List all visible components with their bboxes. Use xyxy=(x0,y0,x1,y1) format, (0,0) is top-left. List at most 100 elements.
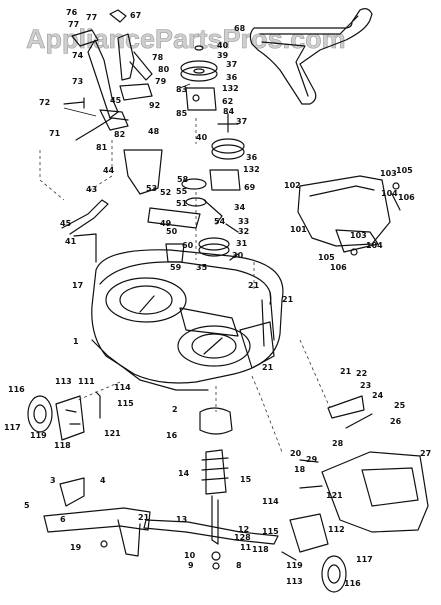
label-45-top: 45 xyxy=(110,96,122,105)
label-79: 79 xyxy=(155,77,167,86)
label-84: 84 xyxy=(223,107,235,116)
label-37-mid: 37 xyxy=(236,117,247,126)
label-40-mid: 40 xyxy=(196,133,208,142)
deck-shield xyxy=(297,175,401,256)
label-82: 82 xyxy=(114,130,125,139)
label-27: 27 xyxy=(420,449,431,458)
label-104-bottom: 104 xyxy=(366,241,383,250)
label-119-left: 119 xyxy=(30,431,47,440)
label-24: 24 xyxy=(372,391,384,400)
mower-deck xyxy=(91,249,284,391)
label-69: 69 xyxy=(244,183,256,192)
label-81: 81 xyxy=(96,143,108,152)
label-48: 48 xyxy=(148,127,160,136)
label-114-right: 114 xyxy=(262,497,279,506)
label-39: 39 xyxy=(217,51,229,60)
label-14: 14 xyxy=(178,469,190,478)
label-6: 6 xyxy=(60,515,66,524)
label-112: 112 xyxy=(328,525,345,534)
label-73: 73 xyxy=(72,77,83,86)
label-28: 28 xyxy=(332,439,344,448)
label-32: 32 xyxy=(238,227,249,236)
label-102: 102 xyxy=(284,181,301,190)
label-113-left: 113 xyxy=(55,377,72,386)
label-9: 9 xyxy=(188,561,194,570)
label-51: 51 xyxy=(176,199,188,208)
label-103-bottom: 103 xyxy=(350,231,367,240)
label-18: 18 xyxy=(294,465,306,474)
leader-lines xyxy=(63,83,331,453)
label-50: 50 xyxy=(166,227,178,236)
label-29: 29 xyxy=(306,455,318,464)
label-68: 68 xyxy=(234,24,246,33)
label-132-top: 132 xyxy=(222,84,239,93)
label-92: 92 xyxy=(149,101,160,110)
label-26: 26 xyxy=(390,417,402,426)
label-21-top: 21 xyxy=(248,281,260,290)
label-101: 101 xyxy=(290,225,307,234)
label-43: 43 xyxy=(86,185,97,194)
label-36-top: 36 xyxy=(226,73,238,82)
label-105-top: 105 xyxy=(396,166,413,175)
label-10: 10 xyxy=(184,551,196,560)
label-45-left: 45 xyxy=(60,219,72,228)
label-17: 17 xyxy=(72,281,83,290)
label-103-top: 103 xyxy=(380,169,397,178)
label-8: 8 xyxy=(236,561,242,570)
label-71: 71 xyxy=(49,129,61,138)
label-21-right: 21 xyxy=(282,295,294,304)
label-114-left: 114 xyxy=(114,383,131,392)
label-11: 11 xyxy=(240,543,252,552)
lift-lever-assembly xyxy=(63,9,153,141)
label-118-left: 118 xyxy=(54,441,71,450)
label-113-right: 113 xyxy=(286,577,303,586)
label-34: 34 xyxy=(234,203,246,212)
label-52: 52 xyxy=(160,188,171,197)
mower-belt xyxy=(249,8,373,105)
part-labels: 76 77 77 67 68 40 39 74 78 80 79 92 73 3… xyxy=(4,8,431,588)
label-25: 25 xyxy=(394,401,406,410)
label-72: 72 xyxy=(39,98,50,107)
label-117-right: 117 xyxy=(356,555,373,564)
label-121-left: 121 xyxy=(104,429,121,438)
front-hanger xyxy=(43,477,151,557)
label-67: 67 xyxy=(130,11,141,20)
label-41: 41 xyxy=(65,237,77,246)
label-5: 5 xyxy=(24,501,30,510)
label-33: 33 xyxy=(238,217,249,226)
label-78: 78 xyxy=(152,53,164,62)
label-80: 80 xyxy=(158,65,170,74)
label-19: 19 xyxy=(70,543,82,552)
label-22: 22 xyxy=(356,369,367,378)
label-44: 44 xyxy=(103,166,115,175)
right-gauge-wheel xyxy=(281,485,347,593)
label-132-mid: 132 xyxy=(243,165,260,174)
label-117-left: 117 xyxy=(4,423,21,432)
label-77: 77 xyxy=(86,13,97,22)
label-13: 13 xyxy=(176,515,187,524)
label-118-right: 118 xyxy=(252,545,269,554)
label-105-bottom: 105 xyxy=(318,253,335,262)
label-115-left: 115 xyxy=(117,399,134,408)
label-21-right-lower: 21 xyxy=(340,367,352,376)
label-3: 3 xyxy=(50,476,56,485)
label-76: 76 xyxy=(66,8,78,17)
label-31: 31 xyxy=(236,239,248,248)
label-85: 85 xyxy=(176,109,188,118)
label-60: 60 xyxy=(182,241,194,250)
label-23: 23 xyxy=(360,381,371,390)
label-59: 59 xyxy=(170,263,182,272)
label-35: 35 xyxy=(196,263,208,272)
label-116-right: 116 xyxy=(344,579,361,588)
label-16: 16 xyxy=(166,431,178,440)
label-4: 4 xyxy=(100,476,106,485)
label-116-left: 116 xyxy=(8,385,25,394)
label-12: 12 xyxy=(238,525,249,534)
label-121-right: 121 xyxy=(326,491,343,500)
label-83: 83 xyxy=(176,85,187,94)
label-37-top: 37 xyxy=(226,60,237,69)
label-21-mid: 21 xyxy=(262,363,274,372)
label-54: 54 xyxy=(214,217,226,226)
